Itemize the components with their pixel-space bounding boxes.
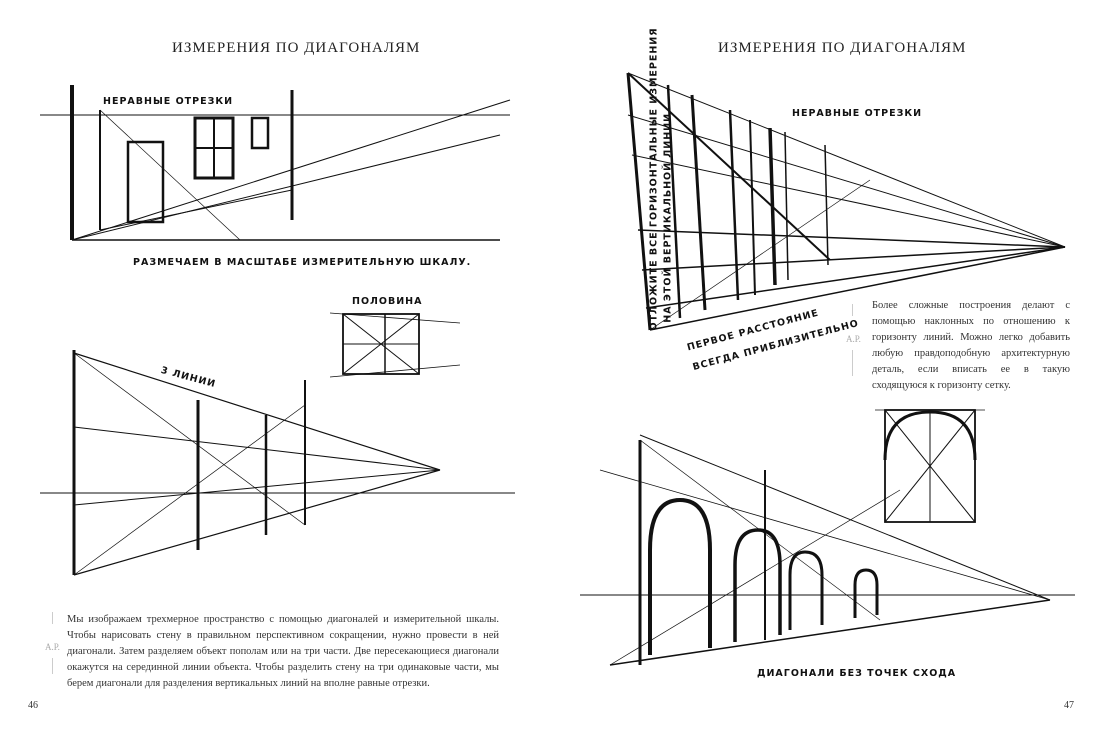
author-mark-right: А.Р. <box>846 334 861 344</box>
sketch-room-scale <box>40 85 511 241</box>
author-mark: А.Р. <box>45 642 60 652</box>
page-number-right: 47 <box>1064 700 1074 711</box>
sketch-half-square <box>329 312 461 378</box>
label-vertical-note-1: ОТЛОЖИТЕ ВСЕ ГОРИЗОНТАЛЬНЫЕ ИЗМЕРЕНИЯ <box>648 27 660 331</box>
label-unequal-segments-right: НЕРАВНЫЕ ОТРЕЗКИ <box>792 108 923 119</box>
label-unequal-segments: НЕРАВНЫЕ ОТРЕЗКИ <box>103 96 234 107</box>
margin-rule <box>852 304 853 316</box>
right-paragraph: Более сложные построения делают с помощь… <box>872 300 1070 391</box>
margin-rule <box>852 350 853 376</box>
left-paragraph: Мы изображаем трехмерное пространство с … <box>67 614 499 689</box>
sketch-arch-window <box>875 409 985 523</box>
sketch-arcade <box>580 434 1075 666</box>
label-half: ПОЛОВИНА <box>352 296 423 307</box>
sketch-grid-perspective <box>626 72 1066 331</box>
left-page-title: ИЗМЕРЕНИЯ ПО ДИАГОНАЛЯМ <box>172 40 421 56</box>
label-vertical-note-2: НА ЭТОЙ ВЕРТИКАЛЬНОЙ ЛИНИИ. <box>662 108 674 323</box>
page-number-left: 46 <box>28 700 38 711</box>
sketch-three-lines <box>40 350 515 576</box>
margin-rule <box>52 658 53 674</box>
label-diagonals-caption: ДИАГОНАЛИ БЕЗ ТОЧЕК СХОДА <box>757 668 957 679</box>
right-page-title: ИЗМЕРЕНИЯ ПО ДИАГОНАЛЯМ <box>718 40 967 56</box>
label-scale-caption: РАЗМЕЧАЕМ В МАСШТАБЕ ИЗМЕРИТЕЛЬНУЮ ШКАЛУ… <box>133 257 472 268</box>
margin-rule <box>52 612 53 624</box>
